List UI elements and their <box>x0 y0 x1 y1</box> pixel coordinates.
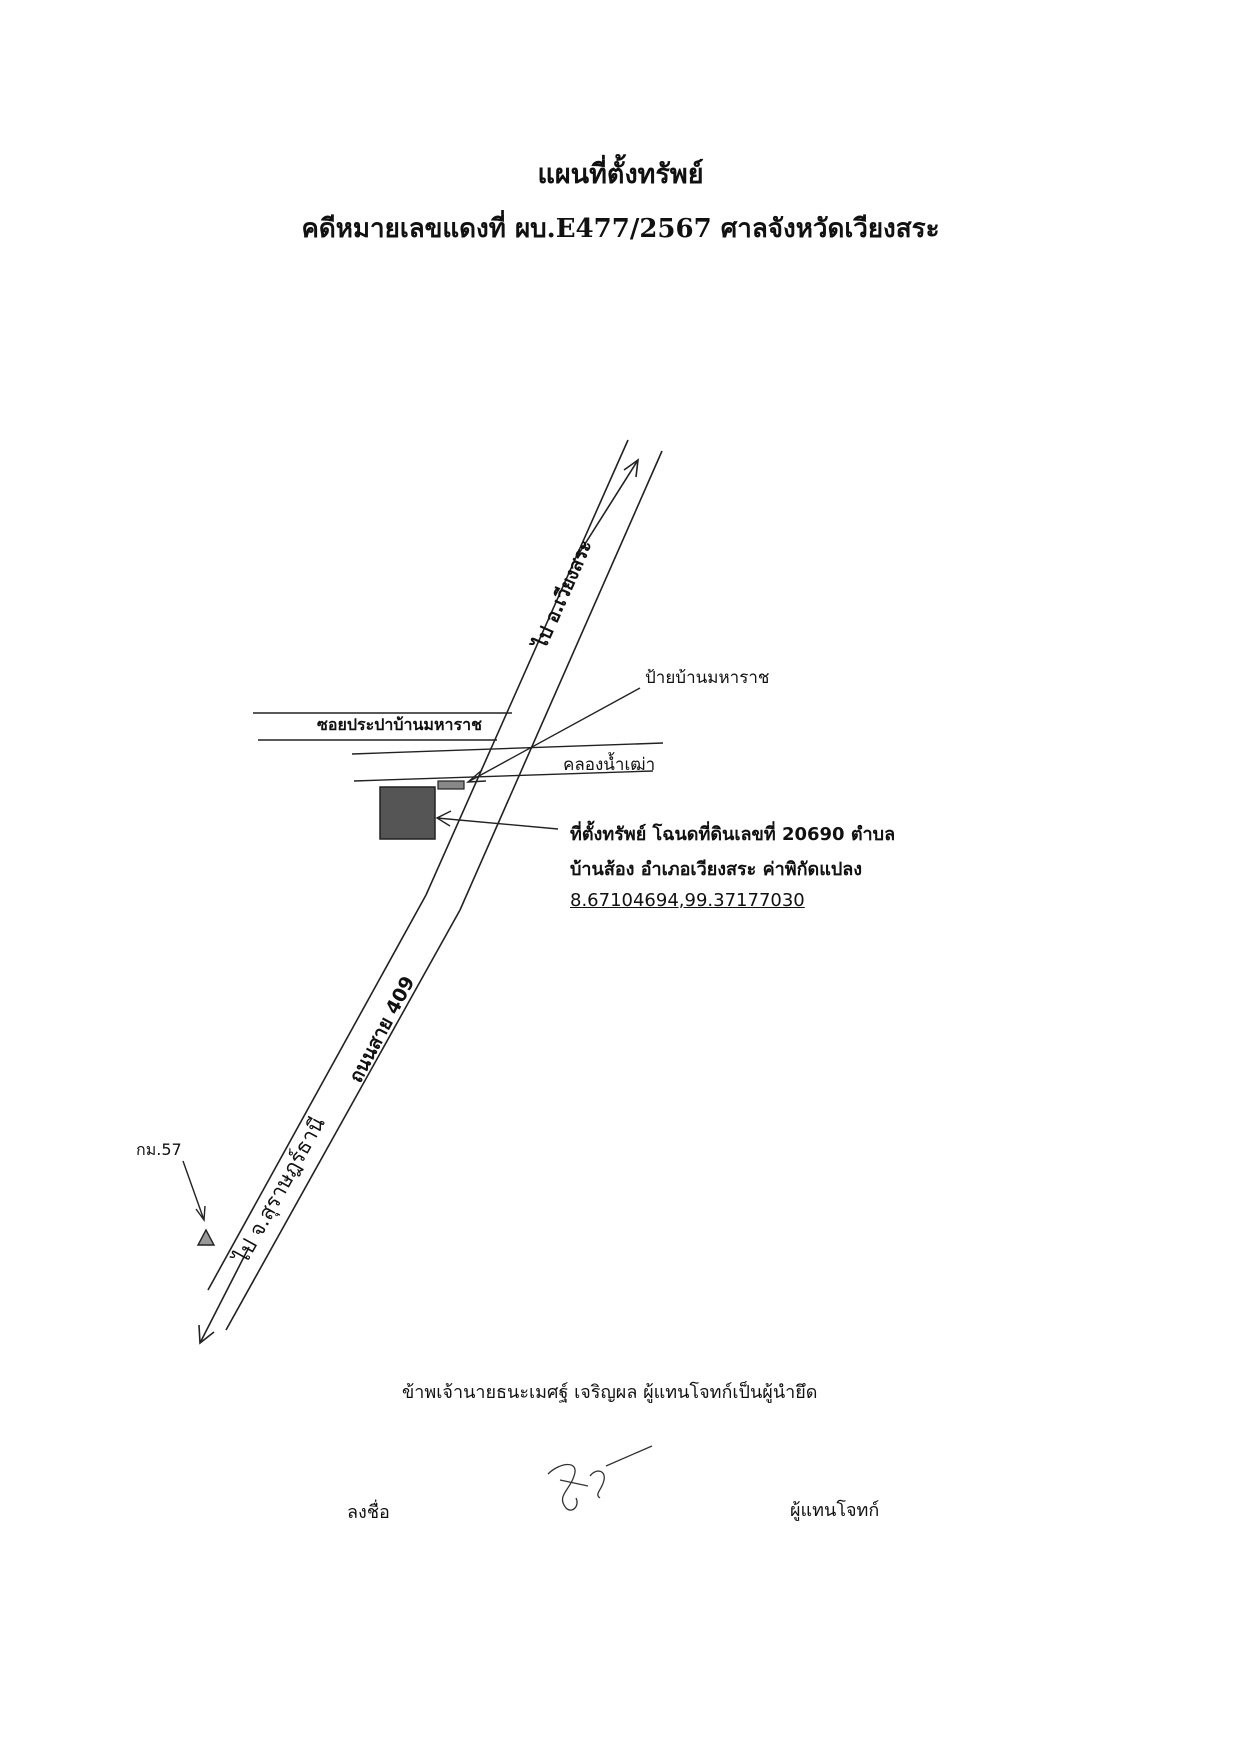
km-label: กม.57 <box>136 1140 182 1159</box>
arrow-north-icon <box>577 458 640 556</box>
canal-label: คลองน้ำเฒ่า <box>563 752 655 775</box>
soi-label: ซอยประปาบ้านมหาราช <box>317 715 482 734</box>
road-edge-left-upper <box>425 439 629 896</box>
property-coordinates: 8.67104694,99.37177030 <box>570 890 805 911</box>
road-edge-right-lower <box>225 909 461 1331</box>
sign-marker <box>437 780 465 790</box>
signature-scribble <box>547 1445 653 1511</box>
arrow-south-icon <box>198 1246 250 1345</box>
property-description-line2: บ้านส้อง อำเภอเวียงสระ ค่าพิกัดแปลง <box>570 859 863 880</box>
km-pointer-arrow <box>182 1160 206 1222</box>
road-edge-left-lower <box>207 894 427 1291</box>
signer-role: ผู้แทนโจทก์ <box>790 1500 880 1521</box>
soi-street <box>253 712 512 741</box>
road-label-409: ถนนสาย 409 <box>345 973 419 1087</box>
main-road <box>207 439 663 1331</box>
property-description-line1: ที่ตั้งทรัพย์ โฉนดที่ดินเลขที่ 20690 ตำบ… <box>570 824 896 845</box>
case-subtitle: คดีหมายเลขแดงที่ ผบ.E477/2567 ศาลจังหวัด… <box>301 214 940 244</box>
sign-pointer-arrow <box>465 687 641 783</box>
canal <box>351 742 664 782</box>
seizure-statement: ข้าพเจ้านายธนะเมศฐ์ เจริญผล ผู้แทนโจทก์เ… <box>402 1382 818 1403</box>
road-label-to-wiang-sa: ไป อ.เวียงสระ <box>528 536 597 654</box>
road-edge-right-upper <box>459 450 663 911</box>
km-marker-triangle-icon <box>196 1228 216 1246</box>
property-plot <box>379 786 436 840</box>
sign-label: ป้ายบ้านมหาราช <box>645 668 769 688</box>
road-label-to-surat: ไป จ.สุราษฎร์ธานี <box>228 1113 330 1270</box>
signature-label: ลงชื่อ <box>347 1502 390 1523</box>
property-pointer-arrow <box>435 810 559 830</box>
page-title: แผนที่ตั้งทรัพย์ <box>537 159 704 190</box>
